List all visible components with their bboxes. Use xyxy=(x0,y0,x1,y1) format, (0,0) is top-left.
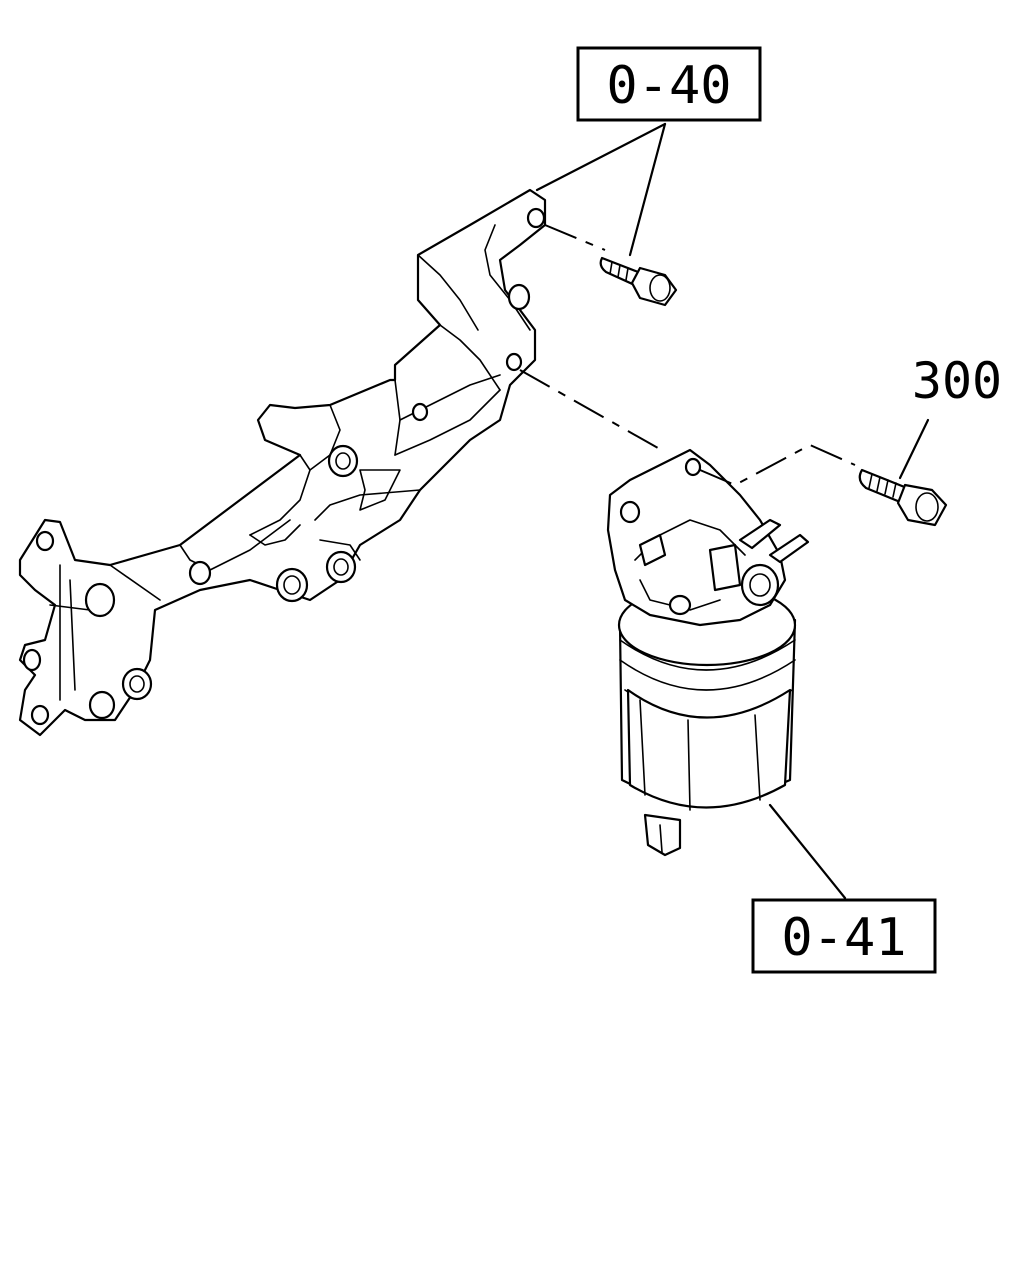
bracket-bolt xyxy=(599,256,678,307)
mounting-bracket xyxy=(18,188,547,737)
callout-bracket-bolt-label: 0-40 xyxy=(606,56,731,116)
callout-filter-bolt: 300 xyxy=(912,352,1002,410)
callout-filter-bolt-label: 300 xyxy=(912,352,1002,410)
filter-bolt xyxy=(858,468,948,527)
callout-bracket-bolt: 0-40 xyxy=(576,46,762,122)
callout-filter-label: 0-41 xyxy=(781,908,906,968)
callout-filter: 0-41 xyxy=(751,898,937,974)
leader-lines xyxy=(519,122,930,900)
fuel-filter-assembly xyxy=(606,448,810,857)
